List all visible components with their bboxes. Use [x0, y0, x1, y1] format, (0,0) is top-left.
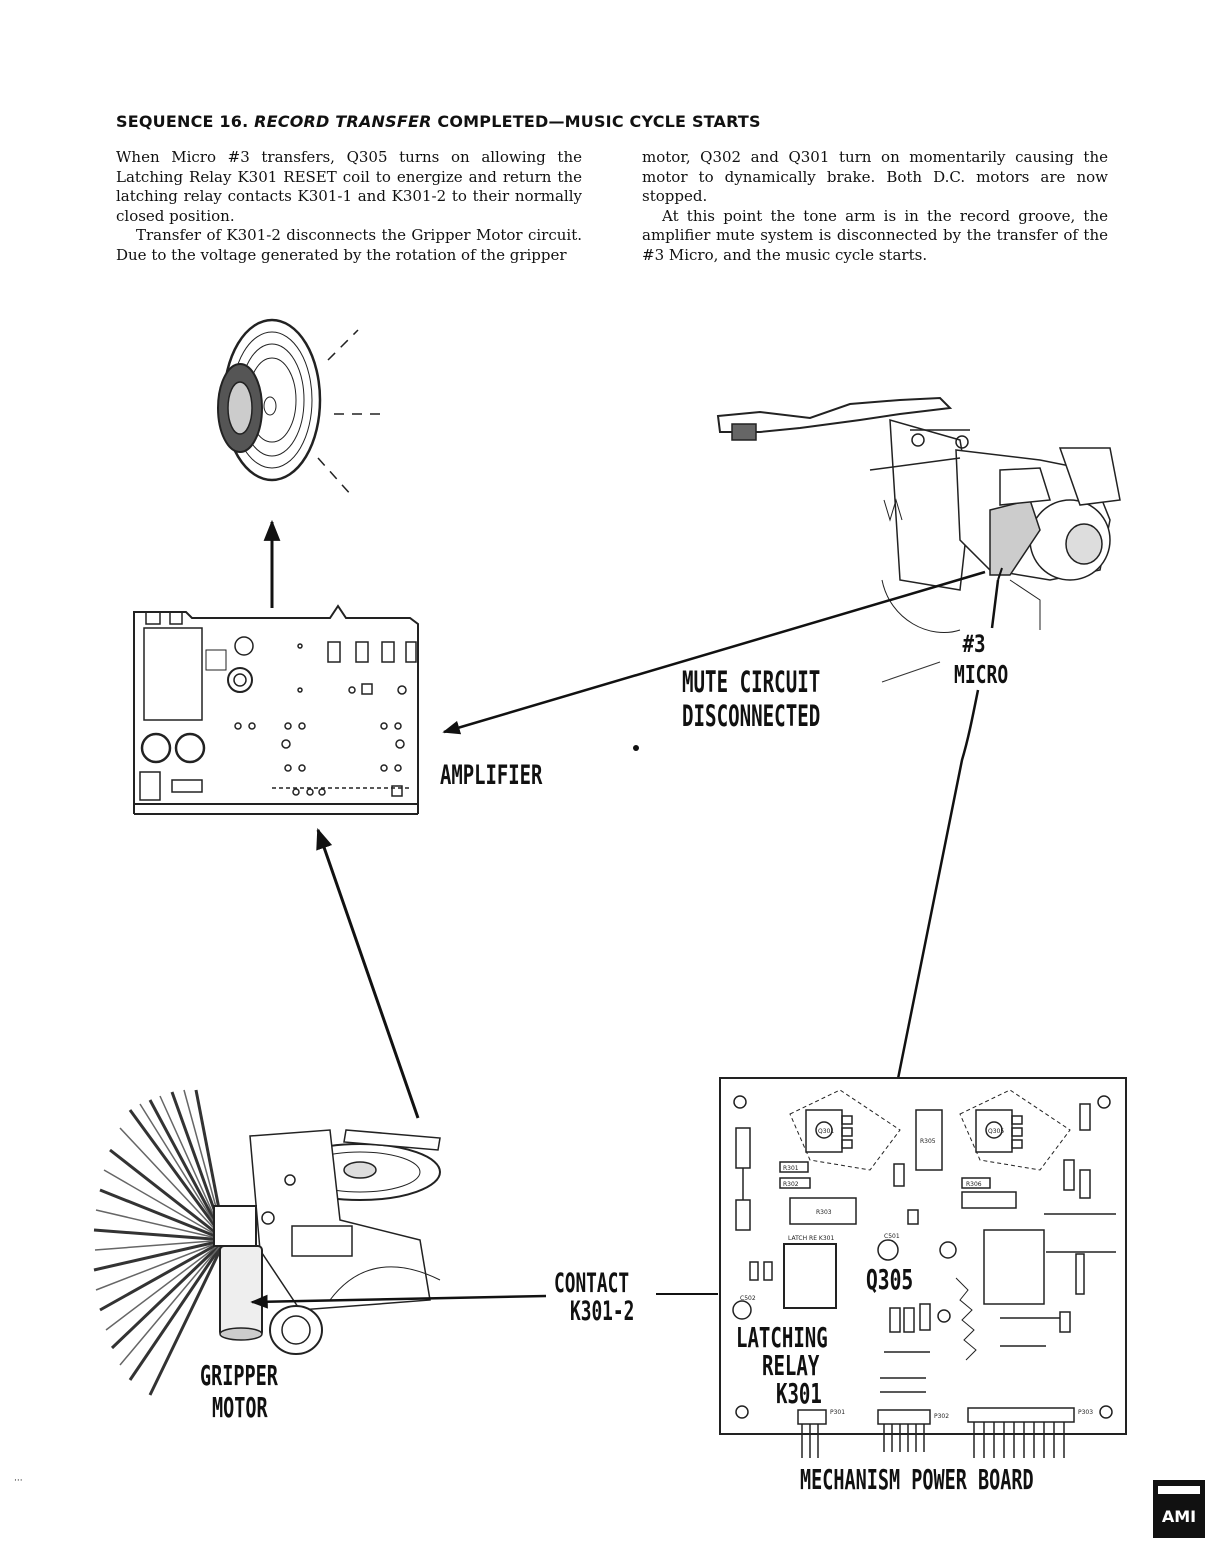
- part-label: LATCH RE K301: [788, 1235, 834, 1242]
- part-label: R306: [966, 1181, 982, 1188]
- part-label: R302: [783, 1181, 799, 1188]
- part-label: R301: [783, 1165, 799, 1172]
- amplifier-label: AMPLIFIER: [440, 760, 543, 791]
- gripper-label: GRIPPER: [200, 1359, 278, 1392]
- disconnected-label: DISCONNECTED: [682, 699, 821, 733]
- body-column-left: When Micro #3 transfers, Q305 turns on a…: [116, 148, 582, 266]
- contact-k301-2-label: K301-2: [570, 1296, 635, 1327]
- ami-logo: AMI: [1153, 1480, 1205, 1538]
- tone-arm-mechanism: [716, 396, 1121, 634]
- part-label: R305: [920, 1138, 936, 1145]
- section-heading: SEQUENCE 16. RECORD TRANSFER COMPLETED—M…: [116, 112, 1116, 131]
- page-marks: ···: [14, 1476, 23, 1486]
- part-label: P301: [830, 1409, 845, 1416]
- gripper-motor-assembly: [93, 1089, 441, 1396]
- micro-label: MICRO: [954, 660, 1009, 689]
- speaker-icon: [217, 318, 384, 497]
- micro-number-label: #3: [962, 630, 986, 658]
- paragraph: motor, Q302 and Q301 turn on momentarily…: [642, 148, 1108, 206]
- contact-label: CONTACT: [554, 1268, 630, 1299]
- amplifier-chassis: [133, 604, 419, 815]
- part-label: R303: [816, 1209, 832, 1216]
- mechanism-power-board-label: MECHANISM POWER BOARD: [800, 1463, 1034, 1496]
- logo-text: AMI: [1162, 1507, 1196, 1526]
- part-label: Q301: [818, 1128, 834, 1135]
- heading-title-rest: COMPLETED—MUSIC CYCLE STARTS: [437, 112, 761, 131]
- body-column-right: motor, Q302 and Q301 turn on momentarily…: [642, 148, 1108, 266]
- paragraph: Transfer of K301-2 disconnects the Gripp…: [116, 226, 582, 264]
- motor-label: MOTOR: [212, 1391, 268, 1424]
- paragraph: At this point the tone arm is in the rec…: [642, 206, 1108, 264]
- part-label: C502: [740, 1295, 756, 1302]
- q305-label: Q305: [866, 1263, 914, 1296]
- latching-label: LATCHING: [736, 1321, 828, 1354]
- mute-circuit-label: MUTE CIRCUIT: [682, 665, 821, 699]
- relay-label: RELAY: [762, 1349, 820, 1382]
- part-label: P302: [934, 1413, 949, 1420]
- part-label: P303: [1078, 1409, 1093, 1416]
- part-label: Q305: [988, 1128, 1004, 1135]
- k301-label: K301: [776, 1377, 822, 1410]
- heading-title-italic: RECORD TRANSFER: [254, 112, 432, 131]
- sequence-number: SEQUENCE 16.: [116, 112, 249, 131]
- paragraph: When Micro #3 transfers, Q305 turns on a…: [116, 148, 582, 225]
- part-label: C501: [884, 1233, 900, 1240]
- mechanism-power-board: [719, 1077, 1127, 1458]
